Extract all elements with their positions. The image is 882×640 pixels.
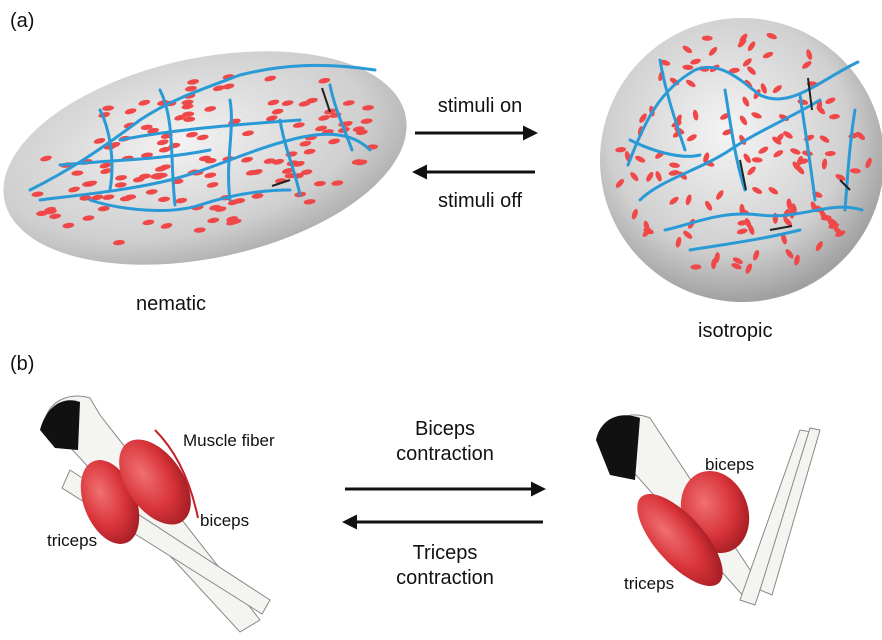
nematic-label: nematic [136, 293, 206, 316]
panel-a-label: (a) [10, 10, 34, 33]
biceps-contraction-line1: Biceps [385, 418, 505, 441]
right-biceps-label: biceps [705, 455, 754, 475]
muscle-fiber-label: Muscle fiber [183, 431, 275, 451]
triceps-contraction-line1: Triceps [385, 542, 505, 565]
biceps-contraction-line2: contraction [385, 443, 505, 466]
triceps-contraction-line2: contraction [385, 567, 505, 590]
left-triceps-label: triceps [47, 531, 97, 551]
stimuli-off-label: stimuli off [426, 190, 534, 213]
right-triceps-label: triceps [624, 574, 674, 594]
isotropic-label: isotropic [698, 320, 772, 343]
left-biceps-label: biceps [200, 511, 249, 531]
isotropic-sphere [600, 18, 882, 302]
panel-b-label: (b) [10, 353, 34, 376]
stimuli-on-label: stimuli on [430, 95, 530, 118]
nematic-ellipsoid [0, 18, 426, 299]
